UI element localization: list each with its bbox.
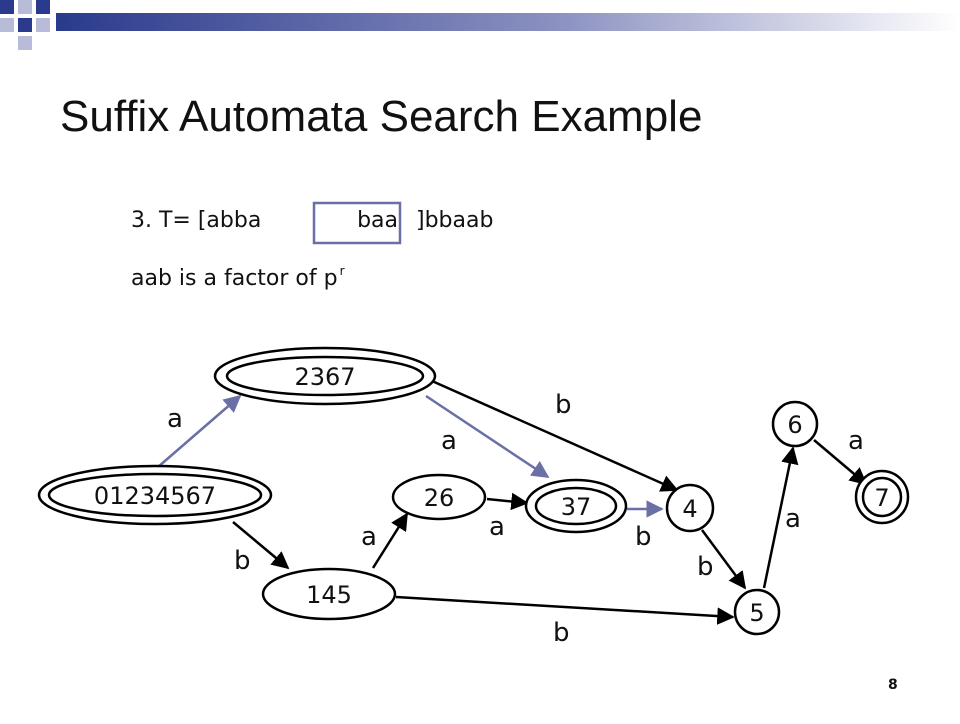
slide-title: Suffix Automata Search Example <box>60 92 703 141</box>
state-label: 37 <box>561 493 592 521</box>
text-suffix: ]bbaab <box>416 208 494 233</box>
state-labels: 01234567 2367 26 37 145 4 5 6 7 <box>94 363 890 627</box>
text-line-search-window: 3. T= [abba baa ]bbaab <box>131 208 493 233</box>
state-5 <box>733 588 781 636</box>
edge-label: b <box>635 522 652 552</box>
transitions <box>157 379 868 625</box>
state-label: 2367 <box>294 363 355 391</box>
edge-5-6 <box>762 446 799 589</box>
transition-labels: a a b b b a a b b a a <box>167 390 864 648</box>
factor-text: aab is a factor of p <box>131 266 338 291</box>
page-number: 8 <box>888 677 898 693</box>
state-label: 7 <box>874 484 889 512</box>
edge-0-2367 <box>157 394 242 468</box>
header-band <box>56 13 960 31</box>
edge-2367-37 <box>425 394 550 479</box>
state-label: 4 <box>682 495 697 523</box>
state-label: 5 <box>749 599 764 627</box>
state-6 <box>771 400 819 448</box>
edge-145-26 <box>371 512 409 569</box>
edge-label: a <box>489 512 505 542</box>
edge-label: b <box>697 552 714 582</box>
state-0 <box>47 472 263 518</box>
edge-label: b <box>553 618 570 648</box>
state-145 <box>261 567 397 621</box>
edge-label: b <box>555 390 572 420</box>
state-37 <box>534 486 618 526</box>
edge-label: a <box>848 426 864 456</box>
edge-label: a <box>441 426 457 456</box>
states <box>37 346 910 636</box>
state-4 <box>665 483 715 533</box>
edge-label: a <box>785 504 801 534</box>
edge-6-7 <box>813 439 868 486</box>
factor-superscript: r <box>339 264 345 278</box>
window-highlight-box <box>312 201 402 245</box>
corner-logo <box>0 0 50 50</box>
state-label: 145 <box>306 581 352 609</box>
edge-2367-4 <box>431 379 679 492</box>
edge-145-5 <box>395 595 735 625</box>
edge-4-5 <box>700 529 747 590</box>
state-2367 <box>225 355 425 397</box>
text-prefix: 3. T= [abba <box>131 208 262 233</box>
edge-label: a <box>361 522 377 552</box>
state-label: 26 <box>424 484 455 512</box>
state-7 <box>861 476 903 518</box>
edge-label: a <box>167 404 183 434</box>
text-window: baa <box>357 208 398 233</box>
state-26 <box>391 473 487 521</box>
edge-0-145 <box>232 521 290 570</box>
edge-26-37 <box>486 492 529 511</box>
edge-label: b <box>234 546 251 576</box>
state-label: 6 <box>787 411 802 439</box>
state-label: 01234567 <box>94 482 216 510</box>
